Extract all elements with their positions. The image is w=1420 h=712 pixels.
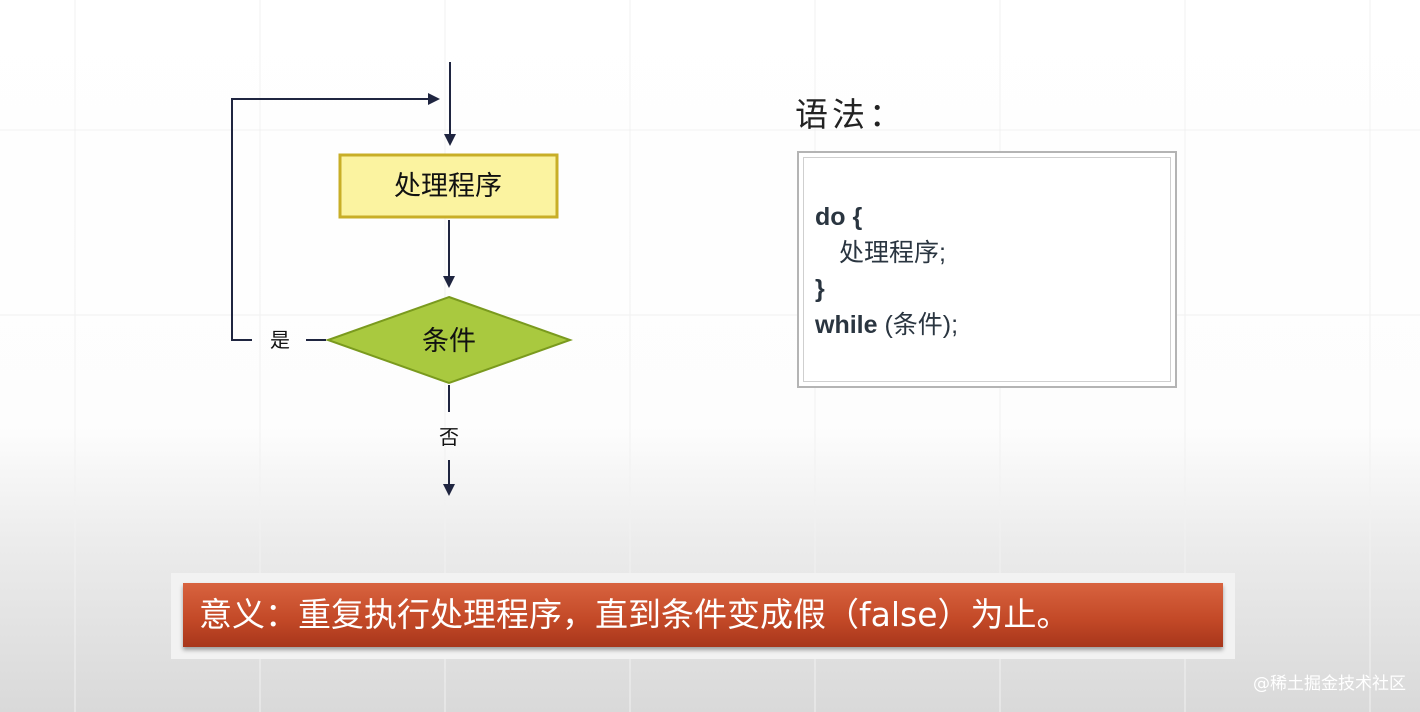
code-block: do { 处理程序; } while (条件); bbox=[815, 199, 1155, 343]
code-while-keyword: while bbox=[815, 311, 878, 339]
syntax-title: 语法： bbox=[795, 95, 906, 134]
code-while-condition: (条件); bbox=[877, 311, 959, 339]
meaning-banner: 意义：重复执行处理程序，直到条件变成假（false）为止。 bbox=[183, 583, 1223, 647]
process-box-label: 处理程序 bbox=[394, 171, 502, 202]
condition-label: 条件 bbox=[422, 326, 476, 357]
process-box bbox=[338, 153, 559, 219]
code-line-body: 处理程序; bbox=[815, 235, 1155, 271]
code-line-close: } bbox=[815, 271, 1155, 307]
code-do-keyword: do { bbox=[815, 203, 863, 231]
code-line-do: do { bbox=[815, 199, 1155, 235]
no-label: 否 bbox=[439, 425, 459, 449]
meaning-banner-frame: 意义：重复执行处理程序，直到条件变成假（false）为止。 bbox=[171, 573, 1235, 659]
condition-diamond bbox=[325, 295, 573, 385]
watermark: @稀土掘金技术社区 bbox=[1253, 674, 1406, 694]
code-close-brace: } bbox=[815, 275, 825, 303]
code-body-text: 处理程序; bbox=[839, 239, 946, 267]
yes-loop-back-arrow bbox=[231, 93, 440, 341]
code-box-inner-border bbox=[803, 157, 1171, 382]
syntax-code-box: do { 处理程序; } while (条件); bbox=[797, 151, 1177, 388]
yes-label: 是 bbox=[270, 328, 290, 352]
do-while-flowchart: 处理程序 条件 是 否 bbox=[231, 62, 573, 496]
code-line-while: while (条件); bbox=[815, 307, 1155, 343]
